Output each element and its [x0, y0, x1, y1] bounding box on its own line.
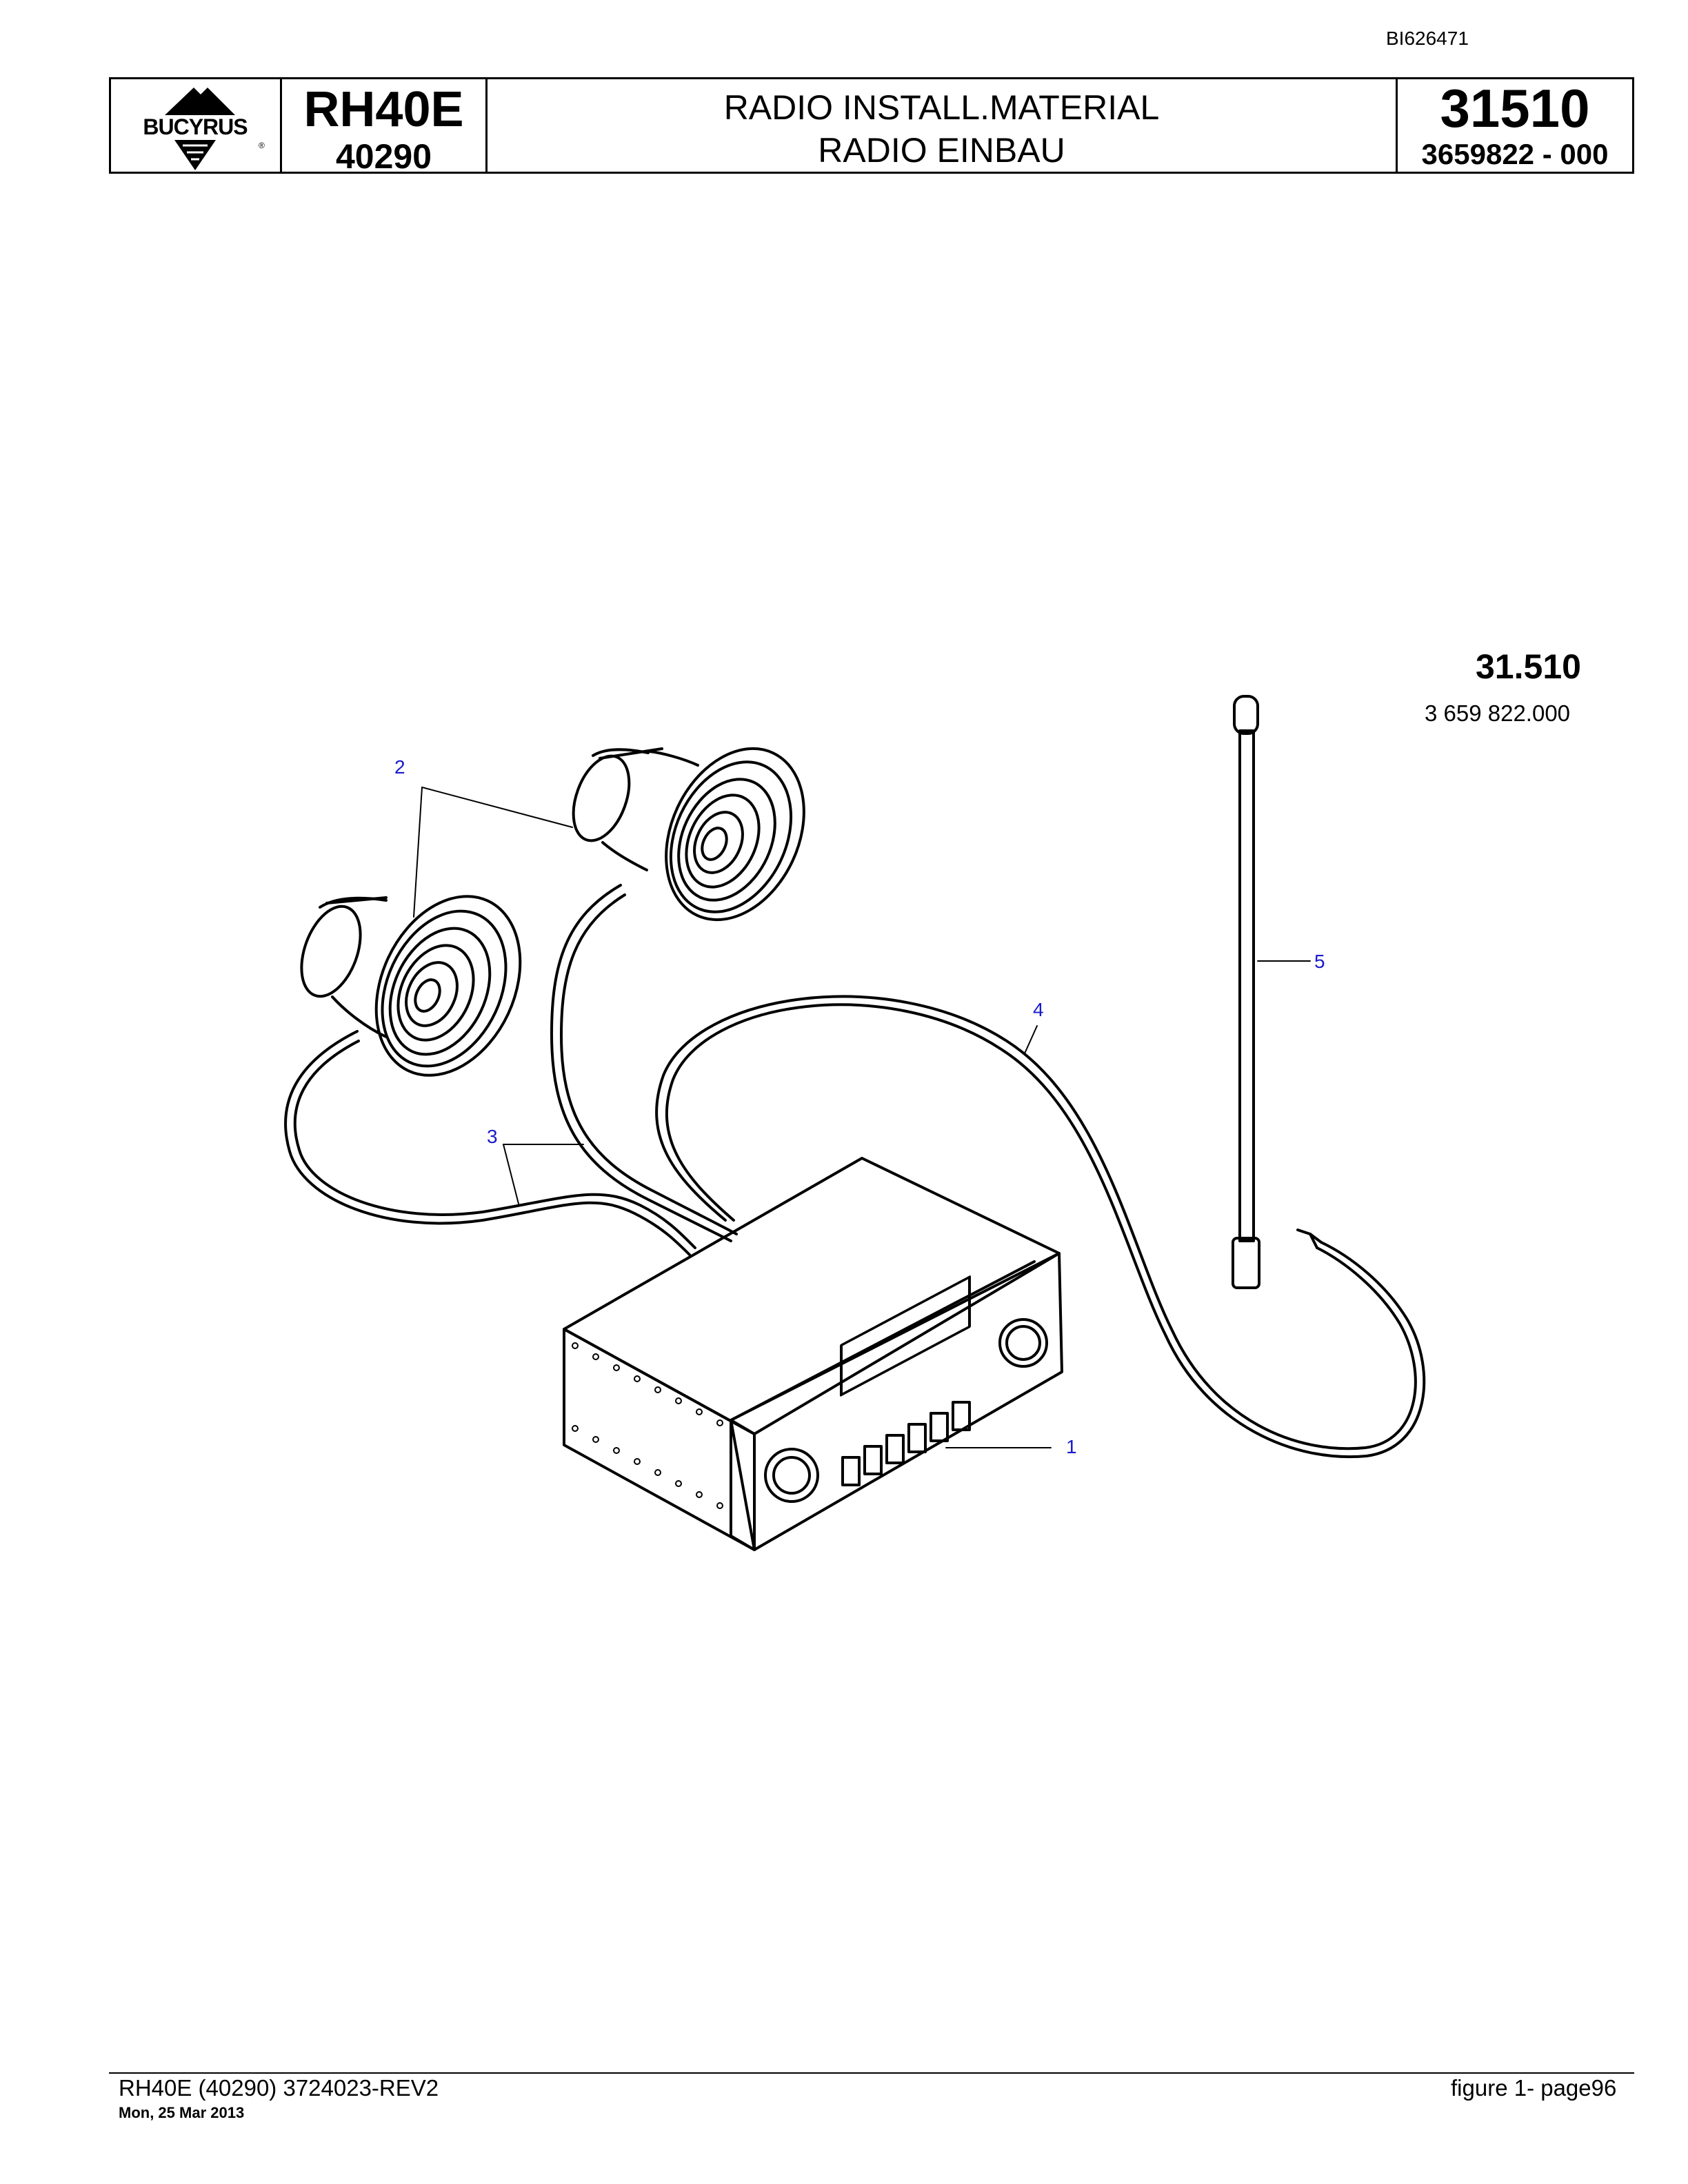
document-id: BI626471 — [1386, 28, 1469, 49]
title-cell: RADIO INSTALL.MATERIAL RADIO EINBAU — [488, 79, 1398, 172]
footer-page-reference: figure 1- page96 — [1451, 2075, 1617, 2101]
leader-lines — [413, 787, 1311, 1448]
callout-3: 3 — [487, 1126, 498, 1147]
callout-1: 1 — [1066, 1436, 1077, 1457]
speaker-lower — [300, 895, 522, 1077]
footer-document-reference: RH40E (40290) 3724023-REV2 — [119, 2075, 439, 2101]
figure-part-number: 3 659 822.000 — [1425, 700, 1571, 726]
callout-4: 4 — [1033, 999, 1044, 1020]
callout-5: 5 — [1314, 951, 1325, 972]
model-name: RH40E — [303, 82, 464, 137]
svg-text:®: ® — [259, 141, 265, 150]
part-cell: 31510 3659822 - 000 — [1398, 79, 1632, 172]
radio-unit — [563, 1157, 1063, 1551]
model-cell: RH40E 40290 — [282, 79, 488, 176]
callout-labels: 1 2 3 4 5 — [394, 756, 1325, 1457]
model-number: 40290 — [335, 137, 432, 176]
title-english: RADIO INSTALL.MATERIAL — [723, 88, 1160, 127]
speaker-cables — [284, 884, 738, 1256]
logo-cell: BUCYRUS ® — [111, 79, 282, 172]
callout-2: 2 — [394, 756, 405, 778]
bucyrus-logo: BUCYRUS ® — [121, 88, 270, 170]
antenna — [1232, 695, 1260, 1289]
footer-rule — [109, 2072, 1634, 2074]
footer-date: Mon, 25 Mar 2013 — [119, 2104, 245, 2121]
antenna-cable — [655, 995, 1426, 1459]
speaker-upper — [572, 747, 805, 922]
title-german: RADIO EINBAU — [818, 131, 1065, 170]
logo-text: BUCYRUS — [143, 114, 248, 139]
group-number: 31510 — [1440, 78, 1590, 139]
title-block: BUCYRUS ® RH40E 40290 RADIO INSTALL.MATE… — [109, 77, 1634, 176]
drawing-number: 3659822 - 000 — [1421, 138, 1609, 170]
figure-reference: 31.510 — [1476, 647, 1581, 686]
